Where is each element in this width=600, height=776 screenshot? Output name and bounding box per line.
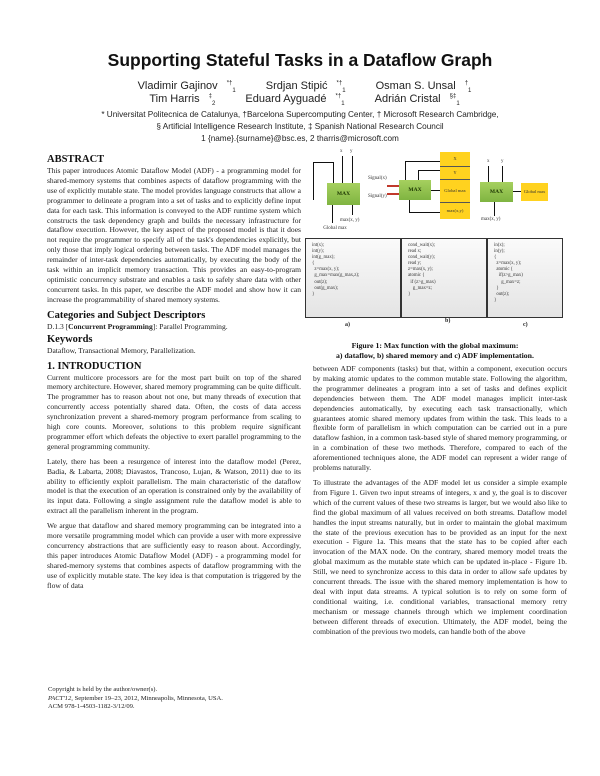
categories-heading: Categories and Subject Descriptors — [47, 309, 206, 321]
intro-paragraph-2: Lately, there has been a resurgence of i… — [47, 456, 301, 516]
right-column: between ADF components (tasks) but that,… — [313, 364, 567, 641]
input-y-label-c: y — [501, 159, 504, 164]
signal-x-label: Signal(x) — [368, 176, 387, 181]
global-max-label-a: Global max — [323, 226, 347, 231]
subfigure-label-b: b) — [445, 318, 451, 324]
memory-cell-max-xy: max(x,y) — [440, 203, 470, 219]
keywords-heading: Keywords — [47, 333, 93, 345]
categories-text: D.1.3 [Concurrent Programming]: Parallel… — [47, 321, 228, 331]
author: Vladimir Gajinov*†1 — [137, 80, 236, 95]
max-node-b: MAX — [399, 180, 431, 200]
left-column: ABSTRACT This paper introduces Atomic Da… — [47, 154, 301, 596]
subfigure-label-c: c) — [523, 322, 528, 328]
author-emails: 1 {name}.{surname}@bsc.es, 2 tharris@mic… — [201, 134, 399, 143]
body-paragraph-1: between ADF components (tasks) but that,… — [313, 364, 567, 473]
input-x-label-c: x — [487, 159, 490, 164]
author: Eduard Ayguadé*†1 — [245, 93, 345, 108]
conference-line: PACT'12, September 19–23, 2012, Minneapo… — [48, 694, 223, 702]
output-label-a: max(x, y) — [340, 218, 360, 223]
input-x-label: x — [340, 149, 343, 154]
signal-arrow-y — [387, 193, 399, 195]
code-panel-c: in(x); in(y); { z=max(x, y); atomic { if… — [487, 238, 563, 318]
author: Adrián Cristal§‡1 — [374, 93, 460, 108]
code-panel-b: cond_wait(x); read x; cond_wait(y); read… — [401, 238, 487, 318]
output-label-c: max(x, y) — [481, 217, 501, 222]
paper-title: Supporting Stateful Tasks in a Dataflow … — [107, 50, 493, 70]
code-panel-a: int(x); int(y); int(g_max); { z=max(x, y… — [305, 238, 401, 318]
memory-cell-x: X — [440, 152, 470, 167]
signal-arrow-x — [387, 185, 399, 187]
author: Osman S. Unsal†1 — [375, 80, 472, 95]
authors-row-1: Vladimir Gajinov*†1 Srdjan Stipić*†1 Osm… — [0, 80, 600, 94]
keywords-text: Dataflow, Transactional Memory, Parallel… — [47, 345, 196, 355]
copyright-block: Copyright is held by the author/owner(s)… — [48, 686, 223, 712]
caption-line-1: Figure 1: Max function with the global m… — [351, 341, 519, 350]
abstract-heading: ABSTRACT — [47, 154, 105, 165]
introduction-heading: 1. INTRODUCTION — [47, 360, 142, 372]
copyright-line: Copyright is held by the author/owner(s)… — [48, 686, 158, 693]
global-max-cell-c: Global max — [521, 183, 548, 201]
max-node-a: MAX — [327, 183, 360, 205]
figure-1: x y MAX max(x, y) Global max Signal(x) S… — [305, 148, 563, 338]
body-paragraph-2: To illustrate the advantages of the ADF … — [313, 477, 567, 636]
signal-y-label: Signal(y) — [368, 194, 387, 199]
input-y-label: y — [350, 149, 353, 154]
figure-caption: Figure 1: Max function with the global m… — [300, 341, 570, 360]
affiliations-line-2: § Artificial Intelligence Research Insti… — [156, 122, 444, 131]
memory-cell-y: Y — [440, 167, 470, 180]
acm-isbn-line: ACM 978-1-4503-1182-3/12/09. — [48, 703, 135, 711]
memory-cell-global-max: Global max — [440, 180, 470, 203]
author: Srdjan Stipić*†1 — [265, 80, 346, 95]
caption-line-2: a) dataflow, b) shared memory and c) ADF… — [336, 350, 534, 360]
authors-row-2: Tim Harris‡2 Eduard Ayguadé*†1 Adrián Cr… — [0, 93, 600, 107]
affiliations-line-1: * Universitat Politecnica de Catalunya, … — [101, 110, 499, 119]
intro-paragraph-1: Current multicore processors are for the… — [47, 372, 301, 451]
author: Tim Harris‡2 — [149, 93, 216, 108]
abstract-text: This paper introduces Atomic Dataflow Mo… — [47, 166, 301, 304]
subfigure-label-a: a) — [345, 322, 350, 328]
intro-paragraph-3: We argue that dataflow and shared memory… — [47, 521, 301, 590]
max-node-c: MAX — [480, 182, 513, 202]
